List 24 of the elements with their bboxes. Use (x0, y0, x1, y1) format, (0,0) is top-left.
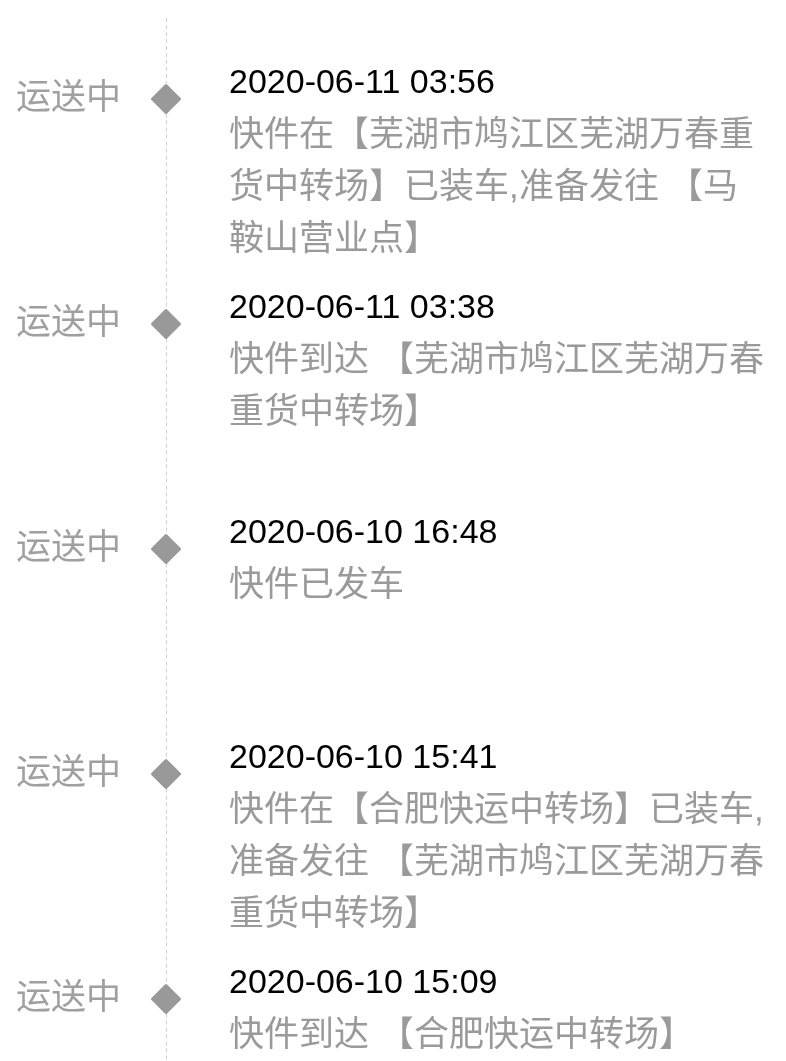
timestamp-label: 2020-06-11 03:56 (229, 60, 495, 101)
timestamp-label: 2020-06-10 15:09 (229, 960, 498, 1001)
timeline-connector (166, 788, 167, 984)
event-description: 快件已发车 (229, 563, 405, 605)
timeline-connector (166, 113, 167, 309)
diamond-marker (151, 758, 181, 789)
event-description: 快件在【合肥快运中转场】已装车,准备发往 【芜湖市鸠江区芜湖万春重货中转场】 (229, 788, 765, 934)
event-description: 快件在【芜湖市鸠江区芜湖万春重货中转场】已装车,准备发往 【马鞍山营业点】 (229, 113, 755, 259)
status-label: 运送中 (16, 301, 121, 342)
diamond-marker (151, 308, 181, 339)
timestamp-label: 2020-06-11 03:38 (229, 285, 495, 326)
timeline-connector (166, 563, 167, 759)
timestamp-label: 2020-06-10 16:48 (229, 510, 498, 551)
status-label: 运送中 (16, 526, 121, 567)
event-description: 快件到达 【合肥快运中转场】 (229, 1013, 695, 1055)
status-label: 运送中 (16, 751, 121, 792)
status-label: 运送中 (16, 76, 121, 117)
timestamp-label: 2020-06-10 15:41 (229, 735, 498, 776)
status-label: 运送中 (16, 976, 121, 1017)
event-description: 快件到达 【芜湖市鸠江区芜湖万春重货中转场】 (229, 338, 765, 432)
diamond-marker (151, 533, 181, 564)
diamond-marker (151, 983, 181, 1014)
diamond-marker (151, 83, 181, 114)
timeline-connector (166, 338, 167, 534)
